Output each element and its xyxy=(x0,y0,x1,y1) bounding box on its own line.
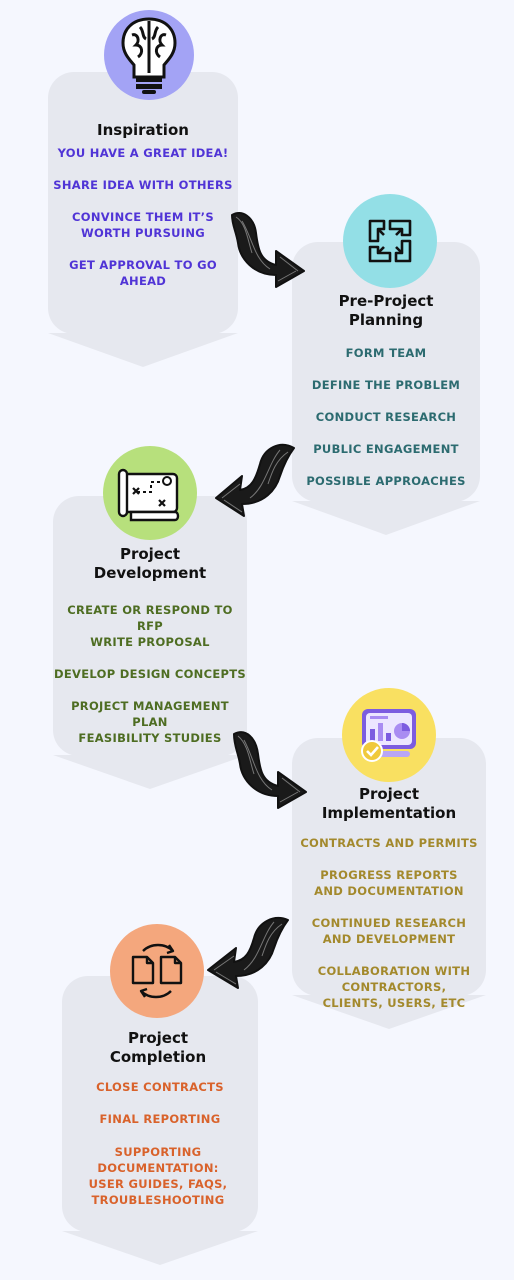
stage-item: CONTINUED RESEARCH AND DEVELOPMENT xyxy=(311,916,467,946)
dashboard-chart-icon xyxy=(361,709,416,762)
stage-icon-circle-project-implementation xyxy=(342,688,436,782)
connector-arrow-3 xyxy=(233,731,307,809)
stage-title-project-development: Project Development xyxy=(93,545,207,582)
stage-card-tip xyxy=(62,1231,258,1265)
stage-card-project-development xyxy=(53,496,247,789)
stage-title-inspiration: Inspiration xyxy=(97,121,189,139)
document-cycle-icon xyxy=(131,943,183,999)
stage-item: PROJECT MANAGEMENT PLAN xyxy=(71,699,229,729)
stage-card-inspiration xyxy=(48,72,238,367)
stage-icon-circle-inspiration xyxy=(104,10,194,100)
connector-arrow-4 xyxy=(207,917,289,989)
connector-arrow-1 xyxy=(231,212,305,288)
stage-item: SUPPORTING DOCUMENTATION: USER GUIDES, F… xyxy=(88,1145,228,1207)
stage-item: COLLABORATION WITH CONTRACTORS, CLIENTS,… xyxy=(317,964,471,1010)
stage-item: SHARE IDEA WITH OTHERS xyxy=(53,178,233,192)
connector-arrow-2 xyxy=(215,443,295,517)
stage-item: CONVINCE THEM IT’S WORTH PURSUING xyxy=(72,210,214,240)
stage-item: CONTRACTS AND PERMITS xyxy=(300,836,478,850)
stage-icon-circle-project-development xyxy=(103,446,197,540)
stage-title-project-completion: Project Completion xyxy=(109,1029,207,1066)
stage-item: PROGRESS REPORTS AND DOCUMENTATION xyxy=(314,868,464,898)
stage-title-pre-project-planning: Pre-Project Planning xyxy=(338,292,434,329)
stage-item: DEVELOP DESIGN CONCEPTS xyxy=(54,667,246,681)
stage-item: GET APPROVAL TO GO AHEAD xyxy=(69,258,217,288)
stage-item: WRITE PROPOSAL xyxy=(90,635,210,649)
stage-item: FEASIBILITY STUDIES xyxy=(78,731,222,745)
stage-item: YOU HAVE A GREAT IDEA! xyxy=(57,146,229,160)
stage-item: FORM TEAM xyxy=(345,346,427,360)
stage-item: DEFINE THE PROBLEM xyxy=(311,378,461,392)
stage-item: CLOSE CONTRACTS xyxy=(96,1080,224,1094)
team-hands-icon xyxy=(368,219,412,263)
stage-item: CREATE OR RESPOND TO RFP xyxy=(67,603,233,633)
stage-card-tip xyxy=(292,501,480,535)
brain-lightbulb-icon xyxy=(121,17,177,94)
stage-item: FINAL REPORTING xyxy=(99,1112,221,1126)
stage-card-project-completion xyxy=(62,976,258,1265)
stage-icon-circle-project-completion xyxy=(110,924,204,1018)
stage-card-tip xyxy=(53,755,247,789)
stage-card-tip xyxy=(292,995,486,1029)
stage-card-tip xyxy=(48,333,238,367)
stage-item: PUBLIC ENGAGEMENT xyxy=(313,442,459,456)
stage-title-project-implementation: Project Implementation xyxy=(321,785,457,822)
stage-icon-circle-pre-project-planning xyxy=(343,194,437,288)
stage-item: CONDUCT RESEARCH xyxy=(315,410,457,424)
blueprint-map-icon xyxy=(117,468,180,522)
stage-item: POSSIBLE APPROACHES xyxy=(306,474,466,488)
